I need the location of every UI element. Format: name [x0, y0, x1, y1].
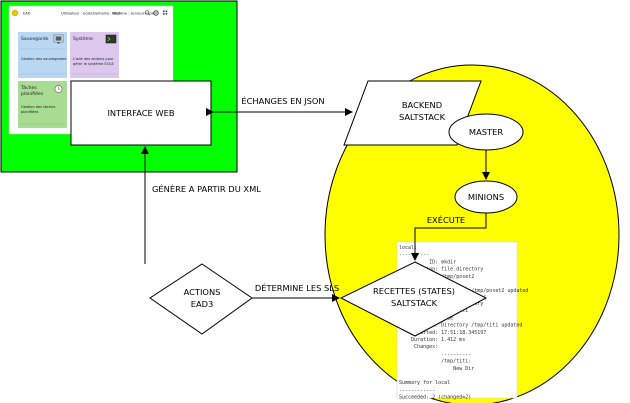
master-node: MASTER [448, 113, 524, 151]
tile-backup-desc: Gestion des sauvegardes [21, 57, 66, 61]
terminal-line: New Dir [399, 366, 474, 372]
minions-label: MINIONS [468, 192, 504, 202]
recipes-label-1: RECETTES (STATES) [373, 286, 455, 296]
master-label: MASTER [469, 127, 503, 137]
clock-icon [54, 85, 63, 93]
tile-system[interactable]: Système L'ode des actions pour gérer le … [70, 32, 119, 78]
arrow-minions-to-recipes [411, 213, 487, 261]
tile-tasks-title-2: planifiées [21, 90, 44, 97]
terminal-line: Started: 17:51:18.345197 [399, 330, 486, 336]
tile-tasks-title-1: Tâches [20, 84, 37, 91]
edge-label-execute: EXÉCUTE [427, 214, 465, 225]
tile-scheduled-tasks[interactable]: Tâches planifiées Gestion des tâches pla… [18, 81, 67, 128]
minions-node: MINIONS [454, 180, 518, 214]
tile-system-desc-1: L'ode des actions pour [73, 57, 114, 61]
tile-tasks-desc-1: Gestion des tâches [21, 105, 55, 109]
edge-label-sls: DÉTERMINE LES SLS [255, 282, 339, 293]
terminal-line: Function: file.directory [399, 267, 483, 273]
terminal-line: ID: mkdir [399, 259, 456, 265]
terminal-line: Changes: [399, 344, 438, 350]
terminal-line: /tmp/titi: [399, 359, 471, 365]
web-interface-label: INTERFACE WEB [107, 108, 174, 118]
actions-label-1: ACTIONS [184, 287, 221, 297]
backend-label-2: SALTSTACK [399, 112, 446, 122]
terminal-line: ---------- [399, 252, 429, 258]
terminal-line: Succeeded: 2 (changed=2) [399, 395, 471, 401]
tile-backup-title: Sauvegarde [21, 36, 49, 42]
gear-icon[interactable] [153, 10, 159, 16]
ead-domain-label: Domaine : etab [93, 12, 121, 16]
actions-ead3-node: ACTIONS EAD3 [149, 263, 253, 335]
terminal-line: local: [399, 245, 417, 251]
monitor-icon [53, 34, 64, 44]
recipes-node: RECETTES (STATES) SALTSTACK [339, 261, 488, 337]
tile-tasks-desc-2: planifiées [21, 110, 38, 114]
tile-backup[interactable]: Sauvegarde Gestion des sauvegardes [18, 32, 67, 78]
terminal-line: ------------ [399, 387, 435, 393]
terminal-line: ---------- [399, 351, 471, 357]
backend-label-1: BACKEND [402, 100, 442, 110]
edge-label-xml: GÉNÈRE A PARTIR DU XML [152, 183, 261, 194]
tile-system-desc-2: gérer le système EOLE [73, 62, 115, 66]
backend-saltstack-node: BACKEND SALTSTACK [343, 80, 482, 146]
grid-menu-icon[interactable] [163, 10, 168, 15]
ead-app-name: EAD [23, 12, 31, 16]
actions-label-2: EAD3 [191, 299, 214, 309]
ead-logo-icon [11, 9, 19, 17]
terminal-icon [105, 34, 117, 44]
search-icon[interactable] [144, 10, 151, 16]
tile-system-title: Système [73, 35, 93, 42]
ead-machine-label: Machine : serveur-ecole [112, 12, 156, 16]
recipes-label-2: SALTSTACK [391, 298, 438, 308]
edge-label-json: ÉCHANGES EN JSON [241, 95, 324, 106]
terminal-line: Summary for local [399, 380, 450, 386]
terminal-line: Comment: Directory /tmp/titi updated [399, 323, 522, 329]
web-interface-node: INTERFACE WEB [70, 80, 212, 146]
ead-user-label: Utilisateur : ecole [61, 12, 93, 16]
terminal-line: Duration: 1.412 ms [399, 337, 465, 343]
